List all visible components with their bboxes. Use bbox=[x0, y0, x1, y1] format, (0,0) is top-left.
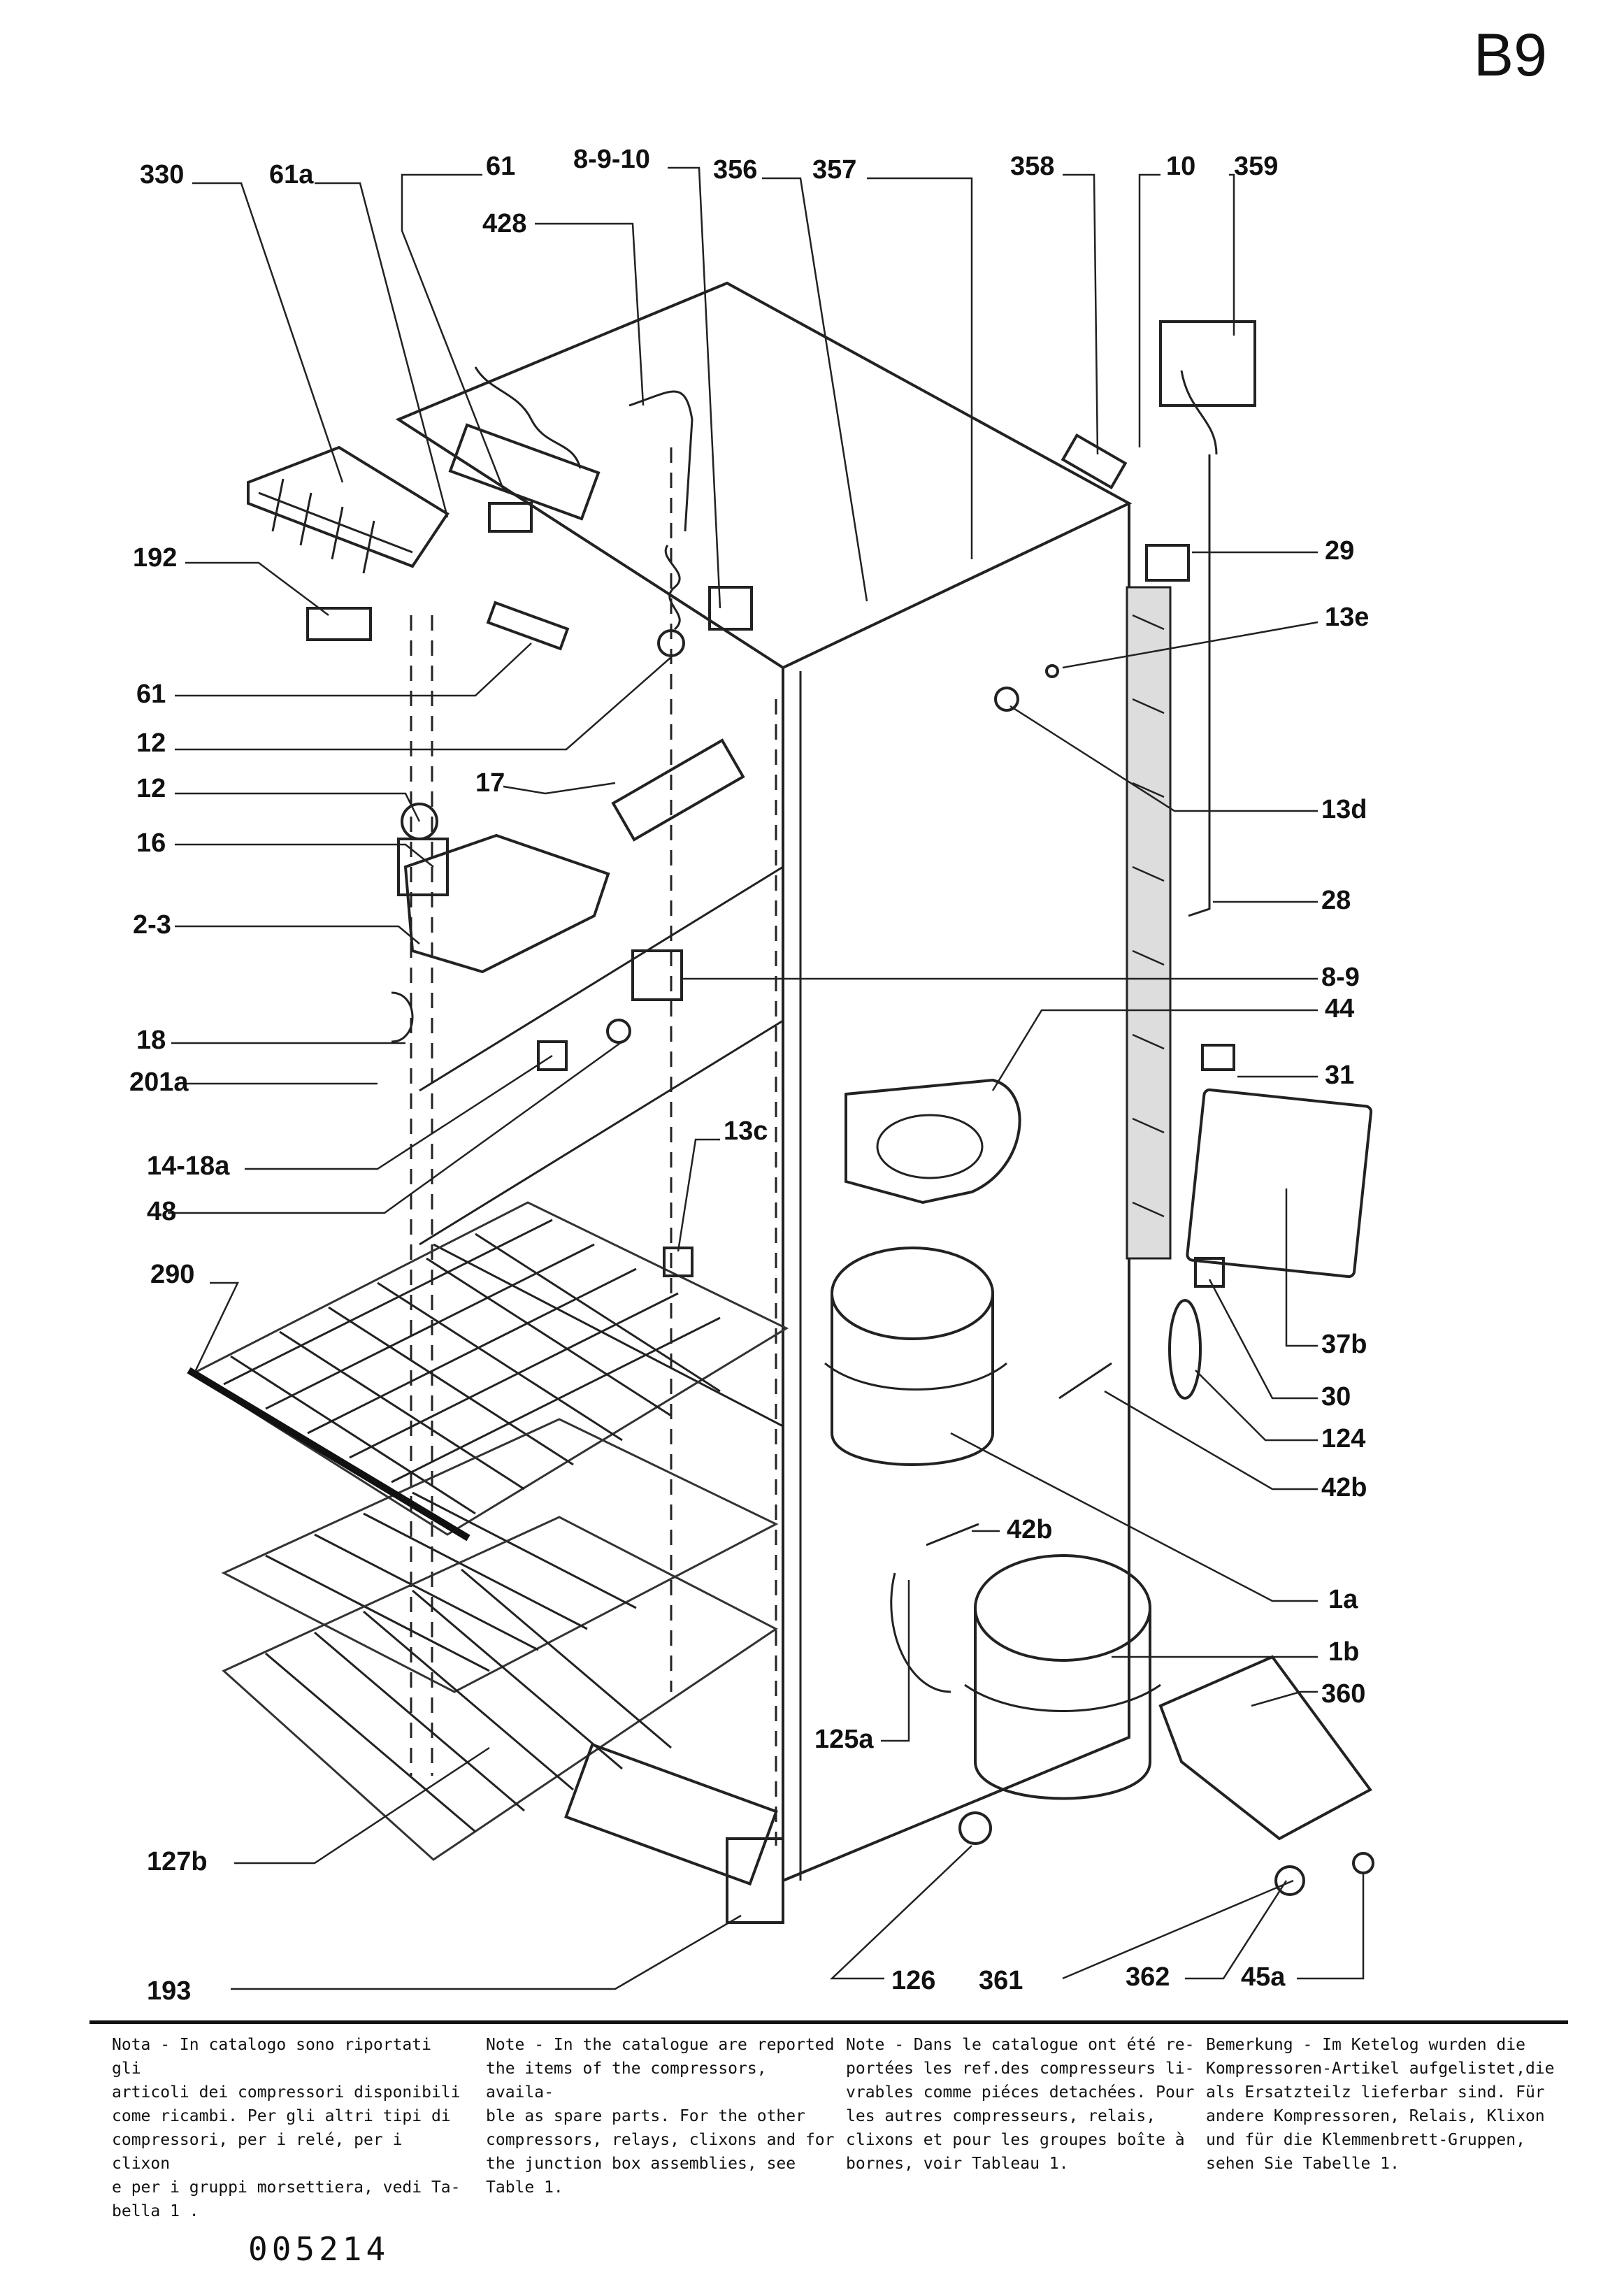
callout-193: 193 bbox=[147, 1976, 191, 2006]
callout-13d: 13d bbox=[1321, 795, 1367, 824]
relay-box-359 bbox=[1159, 320, 1256, 407]
callout-31: 31 bbox=[1325, 1061, 1354, 1090]
callout-1b: 1b bbox=[1328, 1637, 1359, 1667]
callout-44: 44 bbox=[1325, 994, 1354, 1024]
valve-8-9 bbox=[631, 949, 683, 1001]
callout-125a: 125a bbox=[814, 1725, 874, 1754]
compressor-1b bbox=[890, 1554, 1161, 1800]
callout-12-a: 12 bbox=[136, 728, 166, 758]
switch-61 bbox=[486, 601, 570, 651]
callout-12-b: 12 bbox=[136, 774, 166, 803]
notes-divider bbox=[89, 2020, 1568, 2024]
control-wiring bbox=[448, 366, 753, 631]
note-italian: Nota - In catalogo sono riportati gli ar… bbox=[112, 2036, 461, 2220]
clip-42b-a bbox=[1058, 1362, 1112, 1400]
ice-tray bbox=[247, 445, 450, 574]
filter-drier-124 bbox=[1168, 1299, 1202, 1400]
callout-18: 18 bbox=[136, 1026, 166, 1055]
grommet-126 bbox=[958, 1811, 992, 1845]
callout-2-3: 2-3 bbox=[133, 910, 171, 940]
callout-29: 29 bbox=[1325, 536, 1354, 566]
callout-362: 362 bbox=[1126, 1962, 1170, 1992]
callout-42b-mid: 42b bbox=[1007, 1515, 1052, 1544]
wire-10 bbox=[1180, 370, 1218, 455]
part-31 bbox=[1201, 1044, 1235, 1071]
callout-61a: 61a bbox=[269, 160, 314, 189]
note-english: Note - In the catalogue are reported the… bbox=[486, 2036, 835, 2197]
part-30 bbox=[1194, 1257, 1225, 1288]
callout-37b: 37b bbox=[1321, 1330, 1367, 1359]
callout-17: 17 bbox=[475, 768, 505, 798]
callout-8-9-10: 8-9-10 bbox=[573, 145, 650, 174]
callout-192: 192 bbox=[133, 543, 177, 573]
callout-labels: 330 61a 61 8-9-10 356 357 358 10 359 428… bbox=[129, 145, 1369, 2006]
callout-201a: 201a bbox=[129, 1068, 189, 1097]
callout-361: 361 bbox=[979, 1966, 1023, 1995]
lamp-cover bbox=[1186, 1088, 1373, 1279]
mounting-plate bbox=[1158, 1655, 1372, 1841]
callout-359: 359 bbox=[1234, 152, 1278, 181]
part-48 bbox=[606, 1019, 631, 1044]
evaporator-grids bbox=[187, 1201, 789, 1861]
callout-28: 28 bbox=[1321, 886, 1351, 915]
air-duct bbox=[845, 1078, 1021, 1205]
bracket-17 bbox=[611, 738, 745, 842]
compressor-1a bbox=[824, 1247, 1007, 1466]
bolt-45a bbox=[1352, 1852, 1374, 1874]
leader-lines bbox=[168, 166, 1365, 1990]
washer-361 bbox=[1274, 1865, 1305, 1896]
callout-10: 10 bbox=[1166, 152, 1195, 181]
base-grille bbox=[564, 1742, 778, 1886]
lamp-holder-192 bbox=[306, 607, 372, 641]
relay-29 bbox=[1145, 544, 1190, 582]
callout-360: 360 bbox=[1321, 1679, 1365, 1709]
callout-358: 358 bbox=[1010, 152, 1054, 181]
clip-42b-b bbox=[926, 1523, 979, 1546]
callout-126: 126 bbox=[891, 1966, 935, 1995]
callout-61: 61 bbox=[136, 680, 166, 709]
part-13e bbox=[1045, 664, 1059, 678]
callout-13e: 13e bbox=[1325, 603, 1369, 632]
callout-30: 30 bbox=[1321, 1382, 1351, 1412]
callout-14-18a: 14-18a bbox=[147, 1151, 230, 1181]
clip-358 bbox=[1061, 433, 1128, 490]
part-18 bbox=[391, 991, 414, 1043]
callout-8-9: 8-9 bbox=[1321, 963, 1360, 992]
callout-357: 357 bbox=[812, 155, 856, 185]
callout-42b-right: 42b bbox=[1321, 1473, 1367, 1502]
note-french: Note - Dans le catalogue ont été re- por… bbox=[846, 2036, 1195, 2173]
callout-1a: 1a bbox=[1328, 1585, 1358, 1614]
drain-pan-193 bbox=[726, 1837, 784, 1924]
callout-48: 48 bbox=[147, 1197, 176, 1226]
document-number: 005214 bbox=[248, 2230, 390, 2268]
callout-127b: 127b bbox=[147, 1847, 208, 1876]
sheet-id: B9 bbox=[1473, 22, 1547, 89]
callout-124: 124 bbox=[1321, 1424, 1365, 1453]
refrigerator-cabinet bbox=[395, 281, 1133, 1883]
part-13d bbox=[994, 687, 1019, 712]
callout-290: 290 bbox=[150, 1260, 194, 1289]
callout-428: 428 bbox=[482, 209, 526, 238]
callout-61-top: 61 bbox=[486, 152, 515, 181]
callout-356: 356 bbox=[713, 155, 757, 185]
callout-16: 16 bbox=[136, 828, 166, 858]
callout-45a: 45a bbox=[1241, 1962, 1286, 1992]
knob-12 bbox=[657, 629, 685, 657]
thermostat-box bbox=[397, 803, 610, 974]
note-german: Bemerkung - Im Ketelog wurden die Kompre… bbox=[1206, 2036, 1555, 2173]
callout-13c: 13c bbox=[724, 1116, 768, 1146]
bracket-14-18a bbox=[537, 1040, 568, 1071]
callout-330: 330 bbox=[140, 160, 184, 189]
condenser bbox=[1126, 454, 1211, 1260]
